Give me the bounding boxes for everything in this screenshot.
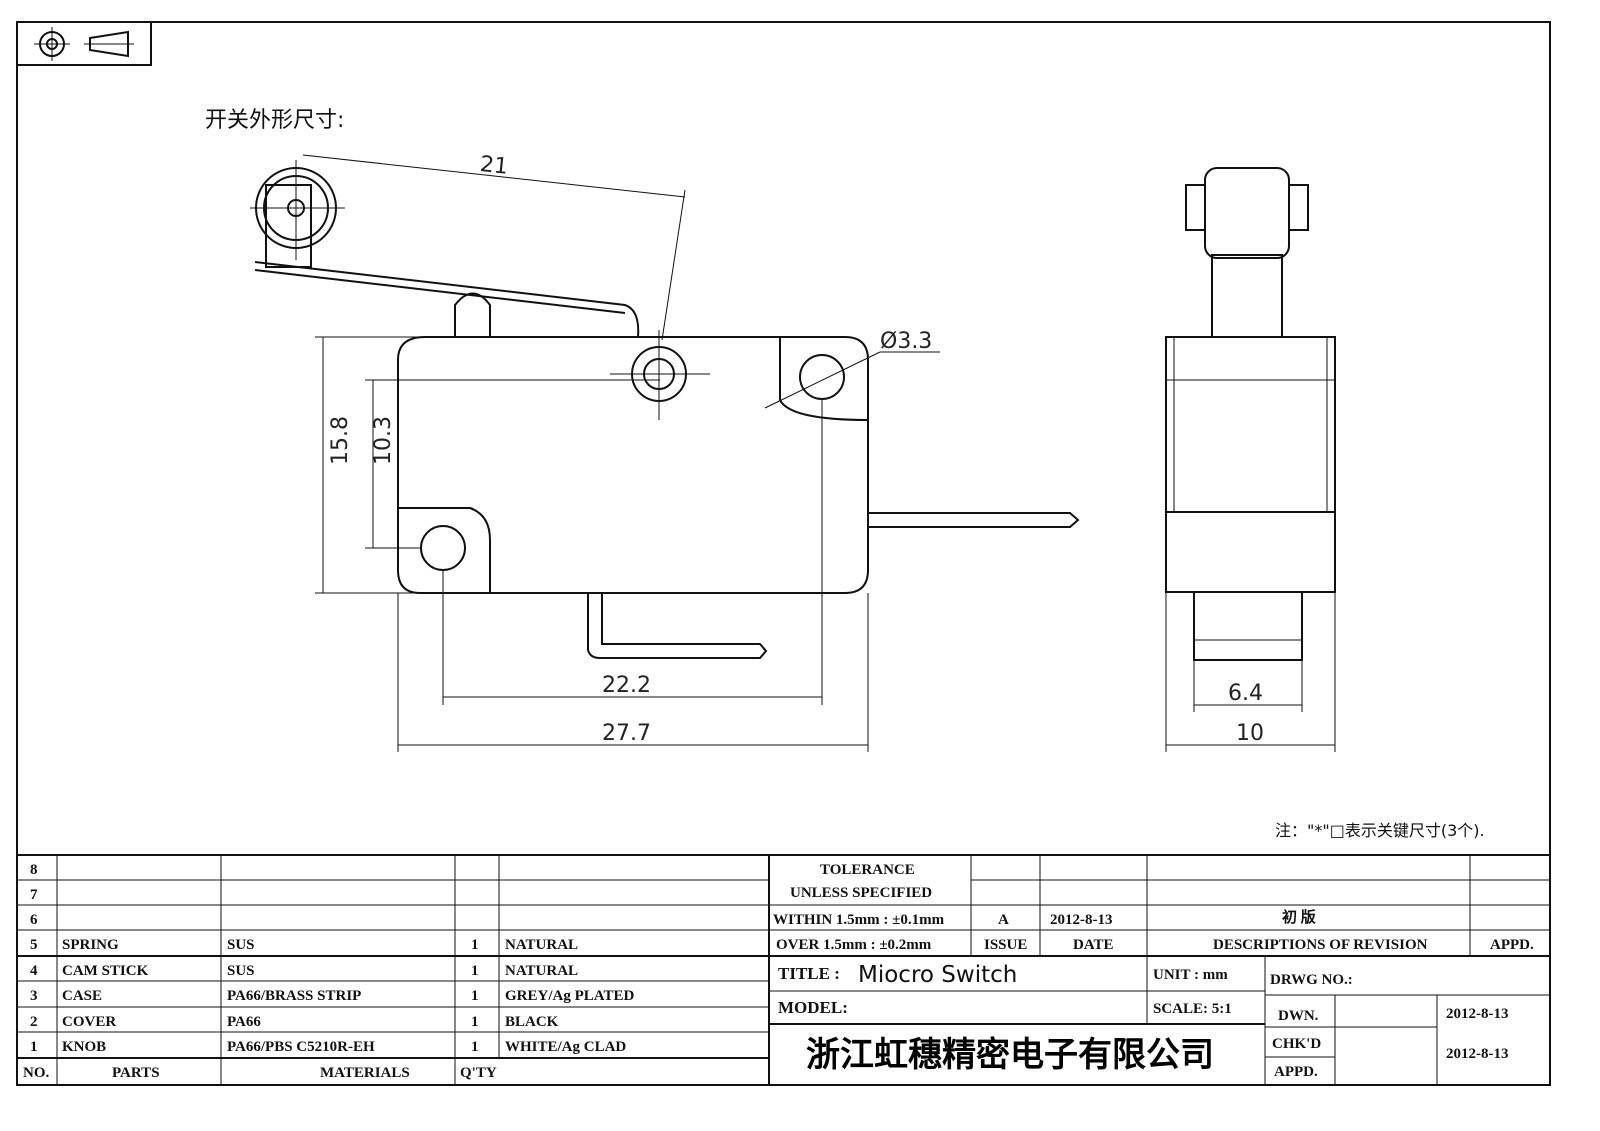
dim-side-inner: 6.4 [1228, 681, 1263, 706]
table-cell: 1 [471, 1039, 479, 1055]
table-cell: WHITE/Ag CLAD [505, 1039, 626, 1055]
table-cell: 2012-8-13 [1050, 912, 1113, 928]
drawing-heading: 开关外形尺寸: [205, 108, 344, 133]
table-row: 4 CAM STICK SUS 1 NATURAL [30, 963, 578, 979]
table-cell: 1 [471, 1014, 479, 1030]
table-cell: CASE [62, 988, 102, 1004]
table-cell: SPRING [62, 937, 119, 953]
table-cell: 5 [30, 937, 38, 953]
table-cell: 7 [30, 887, 38, 903]
table-row: 5 SPRING SUS 1 NATURAL [30, 937, 578, 953]
dim-height: 15.8 [328, 416, 353, 465]
table-cell: TITLE : [778, 964, 840, 983]
title-block: TOLERANCE UNLESS SPECIFIED WITHIN 1.5mm … [773, 862, 1534, 1080]
table-cell: 8 [30, 862, 38, 878]
table-row: 2 COVER PA66 1 BLACK [30, 1014, 559, 1030]
table-header: NO. PARTS MATERIALS Q'TY [23, 1065, 497, 1081]
table-cell: BLACK [505, 1014, 559, 1030]
table-cell: 1 [471, 937, 479, 953]
table-cell: 1 [471, 988, 479, 1004]
table-cell: GREY/Ag PLATED [505, 988, 634, 1004]
table-cell: UNLESS SPECIFIED [790, 885, 932, 901]
table-row: 1 KNOB PA66/PBS C5210R-EH 1 WHITE/Ag CLA… [30, 1039, 626, 1055]
table-cell: 6 [30, 912, 38, 928]
table-cell: NO. [23, 1065, 50, 1081]
table-row: 3 CASE PA66/BRASS STRIP 1 GREY/Ag PLATED [30, 988, 634, 1004]
table-cell: NATURAL [505, 963, 578, 979]
table-cell: PA66/BRASS STRIP [227, 988, 361, 1004]
table-cell: 2012-8-13 [1446, 1006, 1509, 1022]
dim-hole-diameter: Ø3.3 [880, 329, 932, 354]
dim-hole-spacing-v: 10.3 [371, 416, 396, 465]
front-dimensions: 21 Ø3.3 15.8 10.3 22.2 27.7 [302, 152, 940, 752]
table-cell: APPD. [1274, 1064, 1318, 1080]
table-cell: PA66 [227, 1014, 261, 1030]
table-cell: OVER 1.5mm : ±0.2mm [776, 937, 932, 953]
table-cell: 3 [30, 988, 38, 1004]
table-row: 7 [30, 887, 38, 903]
tolerance-label: TOLERANCE [820, 862, 915, 878]
drawing-title: Miocro Switch [858, 962, 1017, 988]
drawing-border [16, 21, 1551, 1086]
table-cell: KNOB [62, 1039, 106, 1055]
side-view [1165, 167, 1336, 661]
table-cell: 初 版 [1282, 908, 1316, 926]
table-cell: 4 [30, 963, 38, 979]
table-cell: ISSUE [984, 937, 1027, 953]
table-cell: 1 [471, 963, 479, 979]
table-cell: CAM STICK [62, 963, 149, 979]
table-cell: DRWG NO.: [1270, 972, 1353, 988]
dim-hole-spacing-h: 22.2 [602, 673, 651, 698]
key-dimension-note: 注："*"□表示关键尺寸(3个). [1275, 821, 1485, 840]
table-cell: SCALE: 5:1 [1153, 1001, 1232, 1017]
company-name: 浙江虹穗精密电子有限公司 [806, 1035, 1214, 1075]
dim-width: 27.7 [602, 721, 651, 746]
table-cell: Q'TY [460, 1065, 497, 1081]
title-block-grid [17, 854, 1550, 1085]
table-cell: DESCRIPTIONS OF REVISION [1213, 937, 1428, 953]
front-view [250, 160, 1080, 659]
dim-lever-length: 21 [479, 152, 509, 180]
table-cell: COVER [62, 1014, 116, 1030]
parts-table: 8 7 6 5 SPRING SUS 1 NATURAL 4 CAM STICK… [23, 862, 634, 1081]
table-cell: DWN. [1278, 1008, 1319, 1024]
table-cell: NATURAL [505, 937, 578, 953]
table-cell: 2012-8-13 [1446, 1046, 1509, 1062]
table-cell: PA66/PBS C5210R-EH [227, 1039, 375, 1055]
table-cell: 2 [30, 1014, 38, 1030]
table-cell: WITHIN 1.5mm : ±0.1mm [773, 912, 945, 928]
table-cell: MODEL: [778, 998, 848, 1017]
table-cell: APPD. [1490, 937, 1534, 953]
table-row: 8 [30, 862, 38, 878]
table-cell: DATE [1073, 937, 1114, 953]
table-cell: 1 [30, 1039, 38, 1055]
table-cell: MATERIALS [320, 1065, 410, 1081]
table-cell: CHK'D [1272, 1036, 1321, 1052]
projection-symbol-icon [16, 21, 152, 66]
table-cell: PARTS [112, 1065, 160, 1081]
dim-side-width: 10 [1236, 721, 1264, 746]
table-row: 6 [30, 912, 38, 928]
table-cell: UNIT : mm [1153, 967, 1228, 983]
table-cell: SUS [227, 937, 255, 953]
table-cell: A [998, 912, 1009, 928]
side-dimensions: 6.4 10 [1165, 592, 1336, 752]
table-cell: SUS [227, 963, 255, 979]
